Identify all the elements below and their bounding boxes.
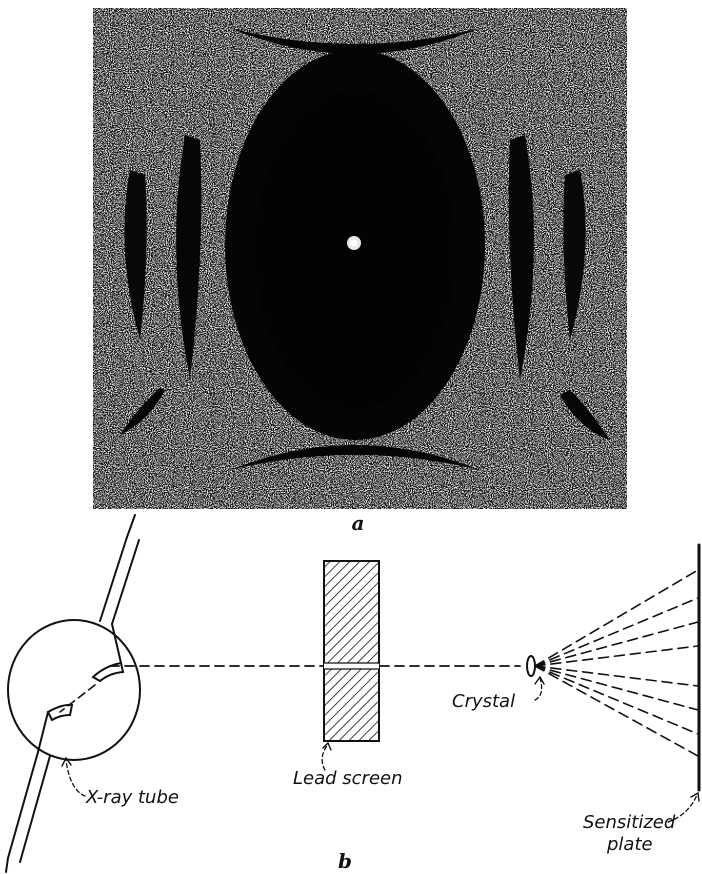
crystal-drawing: [527, 656, 535, 676]
leader-crystal: [535, 678, 542, 700]
lead-screen-label: Lead screen: [293, 768, 403, 789]
crystal-label: Crystal: [452, 691, 515, 712]
sensitized-plate-label-line2: plate: [606, 834, 653, 855]
xray-tube-label: X-ray tube: [85, 787, 179, 808]
panel-label-a: a: [352, 511, 365, 535]
diffracted-rays: [535, 570, 698, 756]
panel-label-b: b: [338, 849, 352, 873]
leader-xray-tube: [66, 760, 85, 796]
sensitized-plate-label-line1: Sensitized: [583, 812, 676, 833]
lead-screen-drawing: [324, 561, 379, 741]
xray-tube-drawing: [6, 515, 140, 872]
laue-photograph: [93, 8, 627, 509]
